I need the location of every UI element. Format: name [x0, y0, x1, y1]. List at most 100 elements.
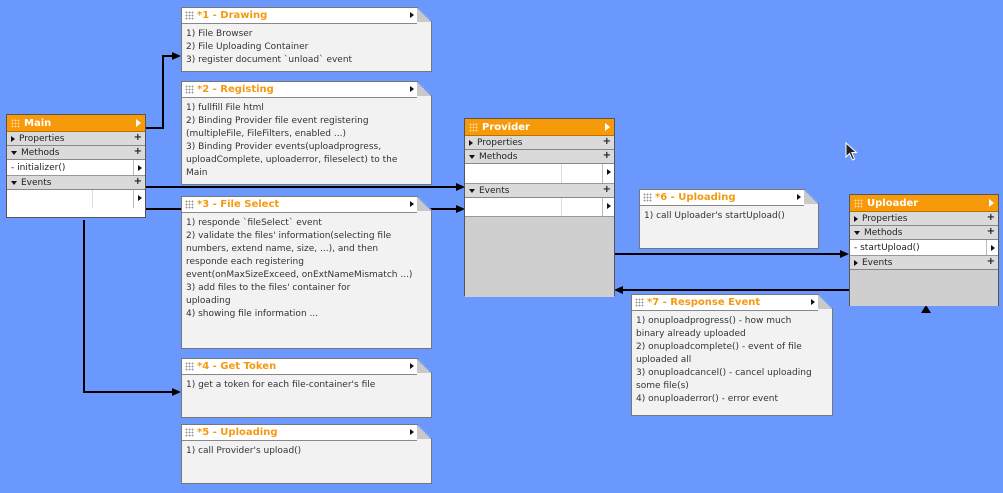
grip-icon[interactable]	[643, 193, 652, 202]
main-event-row[interactable]	[7, 190, 145, 208]
port-icon[interactable]	[138, 195, 142, 201]
grip-icon[interactable]	[11, 118, 20, 128]
note-title: *2 - Registing	[197, 84, 274, 95]
note-get-token[interactable]: *4 - Get Token 1) get a token for each f…	[181, 358, 432, 418]
note-body: 1) File Browser 2) File Uploading Contai…	[186, 29, 353, 65]
section-label: Properties	[477, 137, 523, 148]
port-icon[interactable]	[607, 169, 611, 175]
section-label: Events	[479, 185, 510, 196]
expand-icon[interactable]	[989, 199, 994, 207]
class-uploader[interactable]: Uploader Properties + Methods + - startU…	[849, 194, 999, 306]
add-icon[interactable]: +	[133, 132, 142, 143]
add-icon[interactable]: +	[602, 136, 611, 147]
note-header[interactable]: *1 - Drawing	[182, 8, 417, 24]
expand-icon[interactable]	[410, 86, 414, 92]
note-title: *1 - Drawing	[197, 10, 268, 21]
provider-methods-section[interactable]: Methods +	[465, 150, 614, 164]
expand-icon[interactable]	[136, 119, 141, 127]
expand-icon[interactable]	[605, 123, 610, 131]
note-header[interactable]: *3 - File Select	[182, 197, 417, 213]
grip-icon[interactable]	[469, 122, 478, 132]
provider-events-section[interactable]: Events +	[465, 184, 614, 198]
section-label: Events	[862, 257, 893, 268]
class-provider-title: Provider	[482, 121, 530, 133]
add-icon[interactable]: +	[133, 176, 142, 187]
expanded-icon	[469, 154, 475, 159]
add-icon[interactable]: +	[133, 146, 142, 157]
note-title: *5 - Uploading	[197, 427, 278, 438]
note-header[interactable]: *2 - Registing	[182, 82, 417, 98]
note-title: *4 - Get Token	[197, 361, 277, 372]
add-icon[interactable]: +	[602, 184, 611, 195]
grip-icon[interactable]	[185, 362, 194, 371]
port-icon[interactable]	[991, 245, 995, 251]
note-header[interactable]: *6 - Uploading	[640, 190, 804, 206]
uploader-method-startupload[interactable]: - startUpload()	[850, 240, 998, 256]
expand-icon[interactable]	[811, 299, 815, 305]
provider-method-row[interactable]	[465, 164, 614, 184]
section-label: Methods	[864, 227, 903, 238]
grip-icon[interactable]	[185, 85, 194, 94]
note-body: 1) responde `fileSelect` event 2) valida…	[186, 218, 413, 319]
grip-icon[interactable]	[185, 428, 194, 437]
collapsed-icon	[469, 139, 473, 146]
note-header[interactable]: *7 - Response Event	[632, 295, 818, 311]
add-icon[interactable]: +	[602, 150, 611, 161]
note-uploading-uploader[interactable]: *6 - Uploading 1) call Uploader's startU…	[639, 189, 819, 249]
class-main-header[interactable]: Main	[7, 115, 145, 132]
method-label: - initializer()	[11, 162, 66, 173]
class-provider-header[interactable]: Provider	[465, 119, 614, 136]
section-label: Methods	[479, 151, 518, 162]
wire-main-note1	[146, 55, 174, 129]
note-body: 1) fullfill File html 2) Binding Provide…	[186, 103, 398, 178]
section-label: Properties	[19, 133, 65, 144]
uploader-methods-section[interactable]: Methods +	[850, 226, 998, 240]
main-methods-section[interactable]: Methods +	[7, 146, 145, 160]
provider-event-row[interactable]	[465, 198, 614, 217]
expanded-icon	[469, 188, 475, 193]
collapsed-icon	[11, 135, 15, 142]
note-response-event[interactable]: *7 - Response Event 1) onuploadprogress(…	[631, 294, 833, 416]
section-label: Methods	[21, 147, 60, 158]
expand-icon[interactable]	[410, 201, 414, 207]
note-header[interactable]: *5 - Uploading	[182, 425, 417, 441]
section-label: Properties	[862, 213, 908, 224]
main-events-section[interactable]: Events +	[7, 176, 145, 190]
add-icon[interactable]: +	[986, 256, 995, 267]
main-properties-section[interactable]: Properties +	[7, 132, 145, 146]
port-icon[interactable]	[607, 203, 611, 209]
main-method-initializer[interactable]: - initializer()	[7, 160, 145, 176]
expand-icon[interactable]	[797, 194, 801, 200]
expand-icon[interactable]	[410, 12, 414, 18]
grip-icon[interactable]	[185, 200, 194, 209]
note-header[interactable]: *4 - Get Token	[182, 359, 417, 375]
note-drawing[interactable]: *1 - Drawing 1) File Browser 2) File Upl…	[181, 7, 432, 72]
expand-icon[interactable]	[410, 429, 414, 435]
grip-icon[interactable]	[635, 298, 644, 307]
note-title: *6 - Uploading	[655, 192, 736, 203]
note-body: 1) onuploadprogress() - how much binary …	[636, 316, 812, 404]
provider-body	[465, 217, 614, 297]
provider-properties-section[interactable]: Properties +	[465, 136, 614, 150]
grip-icon[interactable]	[854, 198, 863, 208]
class-main[interactable]: Main Properties + Methods + - initialize…	[6, 114, 146, 218]
uploader-events-section[interactable]: Events +	[850, 256, 998, 270]
collapsed-icon	[854, 215, 858, 222]
arrow-provider-back	[614, 286, 623, 294]
class-provider[interactable]: Provider Properties + Methods + Events +	[464, 118, 615, 297]
uploader-properties-section[interactable]: Properties +	[850, 212, 998, 226]
port-icon[interactable]	[138, 165, 142, 171]
add-icon[interactable]: +	[986, 226, 995, 237]
note-uploading-provider[interactable]: *5 - Uploading 1) call Provider's upload…	[181, 424, 432, 484]
class-uploader-header[interactable]: Uploader	[850, 195, 998, 212]
class-main-title: Main	[24, 117, 52, 129]
note-registing[interactable]: *2 - Registing 1) fullfill File html 2) …	[181, 81, 432, 185]
grip-icon[interactable]	[185, 11, 194, 20]
wire-main-note4	[83, 220, 174, 393]
note-body: 1) call Uploader's startUpload()	[644, 211, 785, 221]
expand-icon[interactable]	[410, 363, 414, 369]
note-file-select[interactable]: *3 - File Select 1) responde `fileSelect…	[181, 196, 432, 349]
expanded-icon	[11, 150, 17, 155]
add-icon[interactable]: +	[986, 212, 995, 223]
arrow-note1	[172, 52, 181, 60]
